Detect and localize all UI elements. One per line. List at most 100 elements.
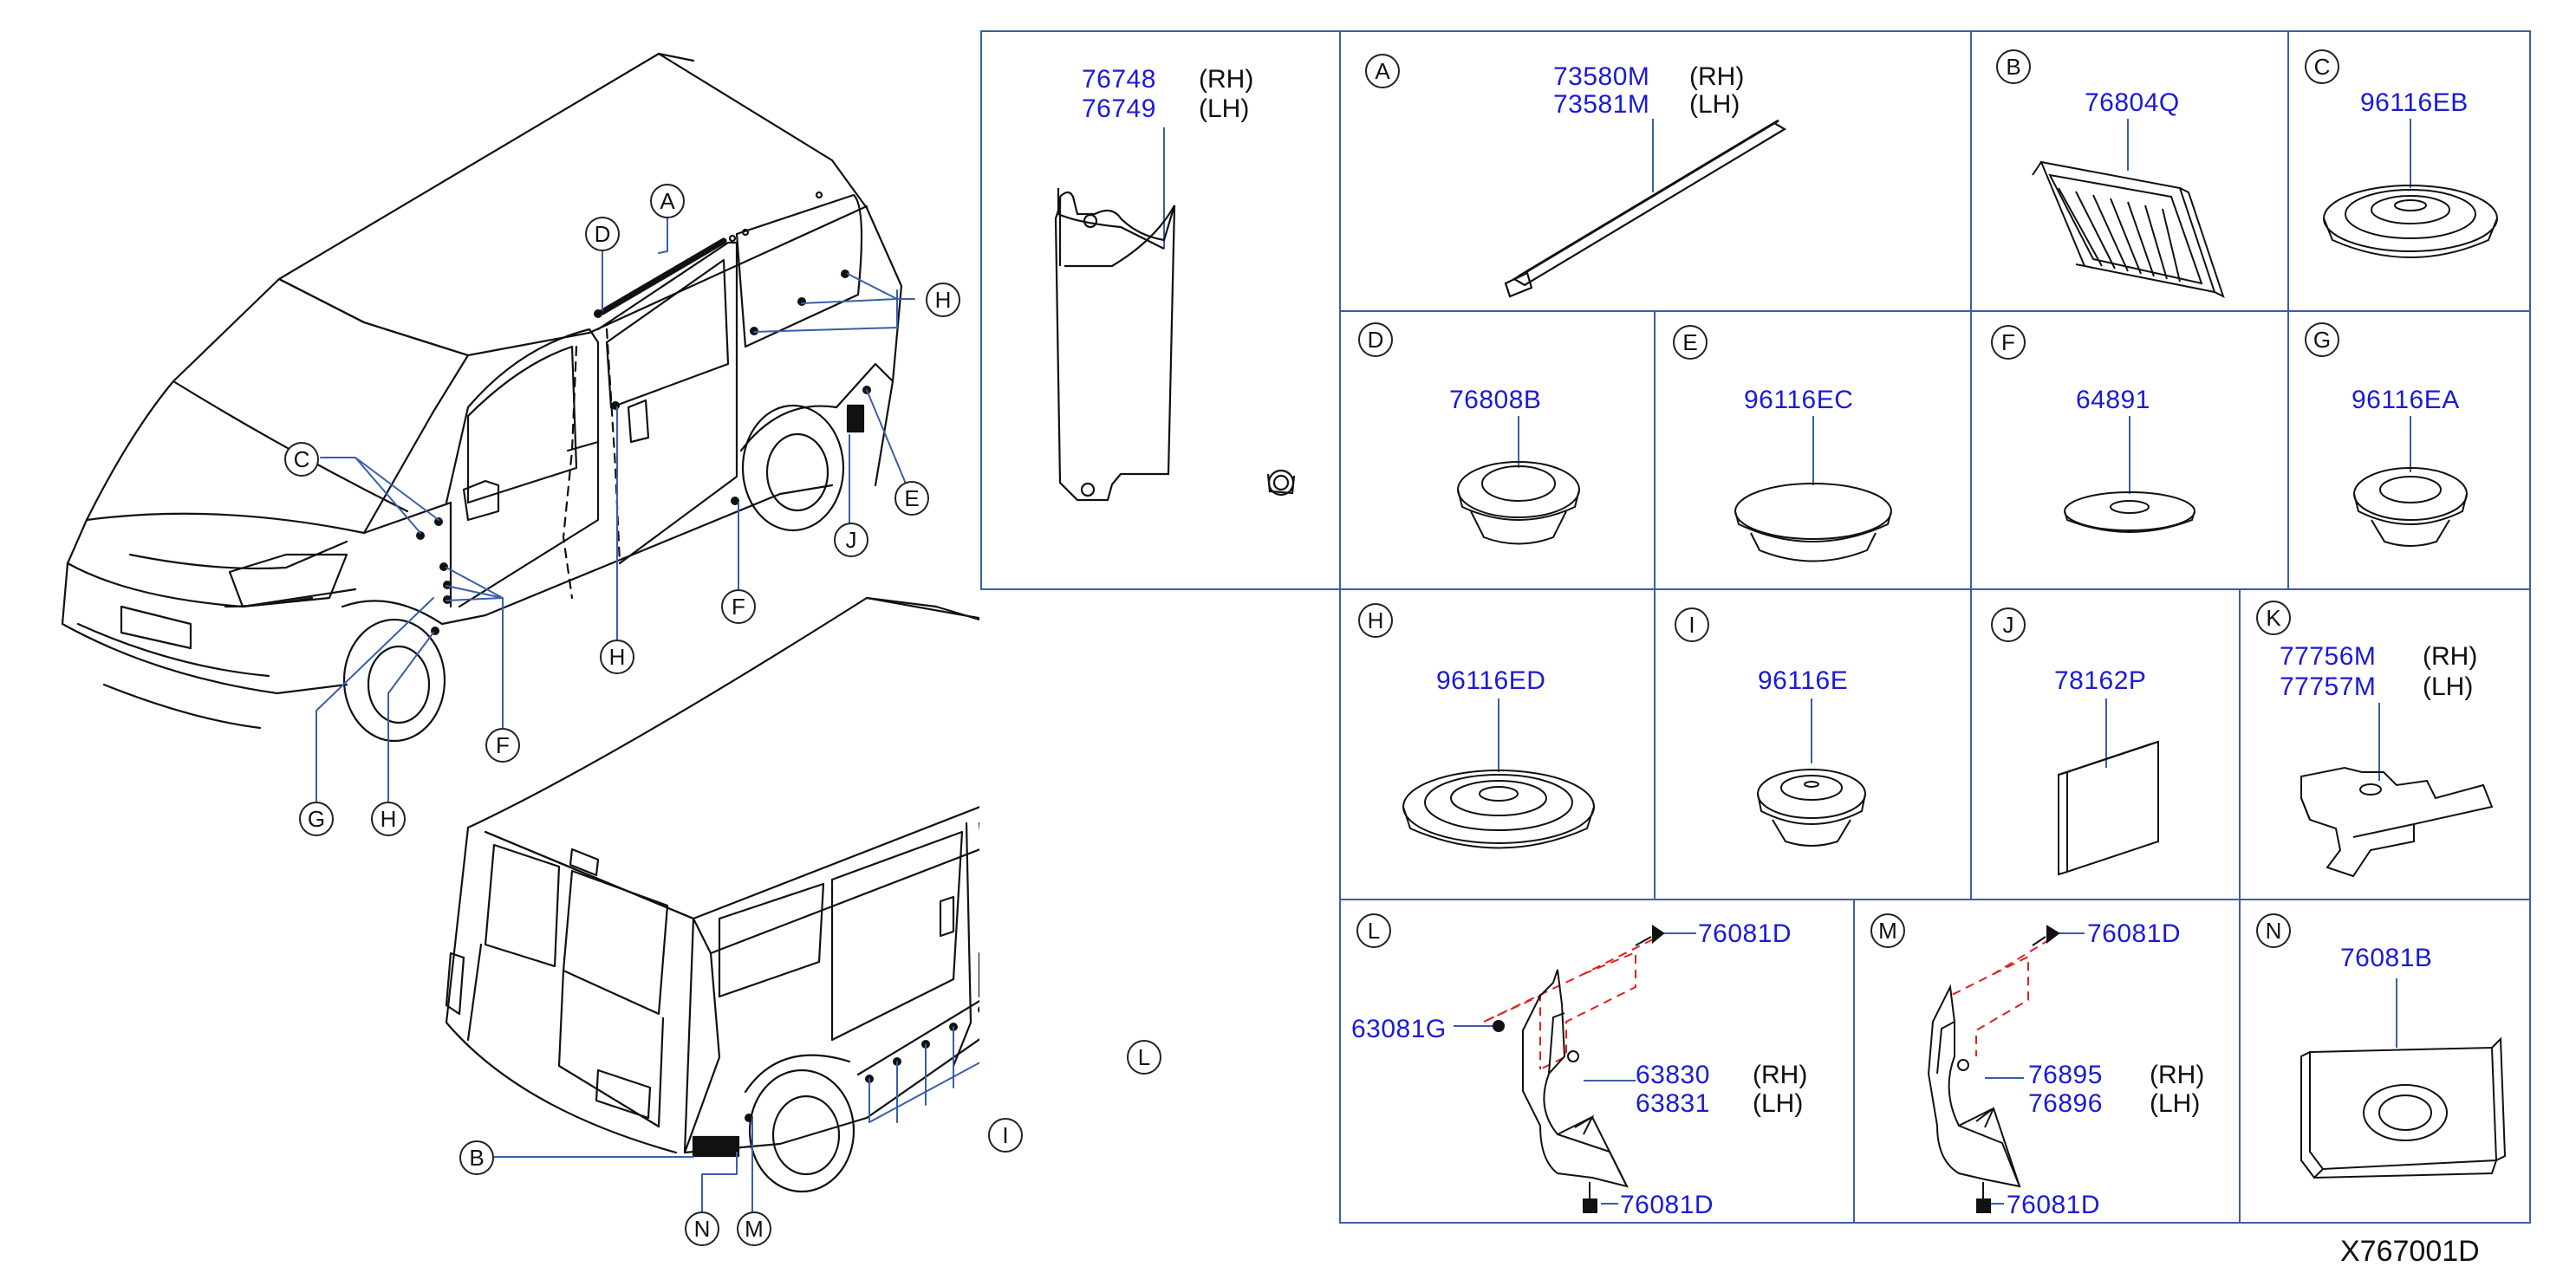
front-van-grommet-dots xyxy=(416,270,871,635)
part-number-77756m: 77756M xyxy=(2280,642,2377,671)
side-rh: (RH) xyxy=(1199,65,1254,94)
callout-n-rear: N xyxy=(685,1211,719,1246)
grommet-c-illustration xyxy=(2323,119,2498,258)
vent-illustration xyxy=(2032,119,2225,298)
part-number-78162p: 78162P xyxy=(2054,666,2147,695)
side-lh: (LH) xyxy=(1689,90,1740,119)
side-rh: (RH) xyxy=(1689,62,1745,91)
callout-h-front-wheel: H xyxy=(371,802,406,836)
grommet-i-illustration xyxy=(1757,698,1866,847)
panel-e-letter: E xyxy=(1673,325,1708,360)
panel-e-plug: E 96116EC xyxy=(1654,310,1972,590)
panel-n-bracket: N 76081B xyxy=(2239,899,2531,1224)
pad-j-illustration xyxy=(2058,698,2159,876)
diagram-reference-code: X767001D xyxy=(2340,1235,2480,1268)
part-number-73580m: 73580M xyxy=(1553,62,1650,91)
part-number-76896: 76896 xyxy=(2028,1089,2103,1118)
side-lh: (LH) xyxy=(2150,1089,2201,1118)
panel-h-grommet: H 96116ED xyxy=(1339,588,1656,900)
callout-f-front-right: F xyxy=(721,589,756,624)
part-number-73581m: 73581M xyxy=(1553,90,1650,119)
callout-b-rear: B xyxy=(459,1140,494,1175)
part-number-96116eb: 96116EB xyxy=(2360,88,2469,117)
panel-f-letter: F xyxy=(1991,325,2026,360)
part-number-64891: 64891 xyxy=(2076,386,2150,414)
callout-m-rear: M xyxy=(737,1211,771,1246)
part-number-76895: 76895 xyxy=(2028,1061,2103,1089)
front-van-drawing xyxy=(61,52,903,743)
panel-c-grommet: C 96116EB xyxy=(2287,30,2531,312)
panel-m-mudguard-rear: M 76081D 76895 76896 (RH) (LH) 76081D xyxy=(1853,899,2241,1224)
panel-l-letter: L xyxy=(1356,913,1391,948)
part-number-76748: 76748 xyxy=(1082,65,1156,94)
side-rh: (RH) xyxy=(2423,642,2478,671)
panel-f-plug: F 64891 xyxy=(1970,310,2289,590)
panel-k-letter: K xyxy=(2256,601,2291,635)
part-number-96116ec: 96116EC xyxy=(1744,386,1854,414)
panel-g-letter: G xyxy=(2305,322,2339,357)
side-lh: (LH) xyxy=(1199,94,1250,123)
callout-i-rear: I xyxy=(988,1118,1023,1153)
side-rh: (RH) xyxy=(1753,1061,1808,1089)
grommet-g-illustration xyxy=(2353,416,2468,547)
front-van-leaders xyxy=(315,204,915,815)
panel-i-letter: I xyxy=(1675,607,1709,642)
side-rh: (RH) xyxy=(2150,1061,2205,1089)
panel-a-letter: A xyxy=(1365,54,1400,88)
grommet-h-illustration xyxy=(1402,698,1595,849)
panel-j-pad: J 78162P xyxy=(1970,588,2241,900)
panel-d-plug: D 76808B xyxy=(1339,310,1656,590)
bracket-n-illustration xyxy=(2300,978,2507,1179)
callout-h-front-right: H xyxy=(926,283,960,317)
callout-j-front: J xyxy=(834,523,868,557)
part-number-76081b: 76081B xyxy=(2340,944,2433,972)
callout-a-front: A xyxy=(650,184,685,218)
part-number-63081g: 63081G xyxy=(1351,1015,1447,1043)
panel-k-bracket: K 77756M 77757M (RH) (LH) xyxy=(2239,588,2531,900)
vehicle-illustrations xyxy=(61,52,979,1214)
callout-g-front: G xyxy=(299,802,334,836)
part-number-96116ea: 96116EA xyxy=(2352,386,2460,414)
plug-d-illustration xyxy=(1457,416,1580,545)
callout-d-front: D xyxy=(585,217,620,251)
side-lh: (LH) xyxy=(1753,1089,1804,1118)
panel-i-grommet: I 96116E xyxy=(1654,588,1972,900)
part-number-76081d-top-m: 76081D xyxy=(2087,919,2182,948)
panel-b-vent: B 76804Q xyxy=(1970,30,2289,312)
rear-van-grommet-dots xyxy=(745,1006,979,1122)
part-number-76804q: 76804Q xyxy=(2085,88,2180,117)
panel-m-letter: M xyxy=(1870,913,1905,948)
callout-h-front-door: H xyxy=(600,640,634,674)
panel-d-letter: D xyxy=(1358,322,1393,357)
part-number-63830: 63830 xyxy=(1636,1061,1710,1089)
callout-f-front-left: F xyxy=(485,728,520,763)
panel-g-grommet: G 96116EA xyxy=(2287,310,2531,590)
rear-van-drawing xyxy=(445,596,979,1193)
panel-main-bracket: 76748 76749 (RH) (LH) xyxy=(980,30,1341,590)
panel-c-letter: C xyxy=(2305,49,2339,84)
panel-l-mudguard-front: L 76081D 63081G 63830 63831 (RH) (LH) 76… xyxy=(1339,899,1855,1224)
plug-e-illustration xyxy=(1734,416,1892,562)
panel-n-letter: N xyxy=(2256,913,2291,948)
mudguard-m-illustration xyxy=(1927,925,2085,1213)
panel-j-letter: J xyxy=(1991,607,2026,642)
part-number-96116e: 96116E xyxy=(1758,666,1849,695)
panel-h-letter: H xyxy=(1358,603,1393,638)
bracket-k-illustration xyxy=(2300,703,2494,878)
part-number-76081d-bottom-m: 76081D xyxy=(2007,1191,2101,1219)
part-number-96116ed: 96116ED xyxy=(1436,666,1546,695)
panel-b-letter: B xyxy=(1996,49,2031,84)
part-number-63831: 63831 xyxy=(1636,1089,1710,1118)
callout-l-rear: L xyxy=(1127,1040,1161,1075)
callout-e-front: E xyxy=(894,481,929,516)
panel-a-roof-molding: A 73580M 73581M (RH) (LH) xyxy=(1339,30,1972,312)
part-number-76808b: 76808B xyxy=(1449,386,1542,414)
mudguard-l-illustration xyxy=(1454,925,1696,1213)
part-number-76081d-top-l: 76081D xyxy=(1698,919,1792,948)
part-number-76081d-bottom-l: 76081D xyxy=(1620,1191,1714,1219)
rear-van-leaders xyxy=(491,1026,979,1214)
roof-molding-illustration xyxy=(1504,119,1787,298)
bracket-illustration xyxy=(1054,127,1296,502)
part-number-76749: 76749 xyxy=(1082,94,1156,123)
